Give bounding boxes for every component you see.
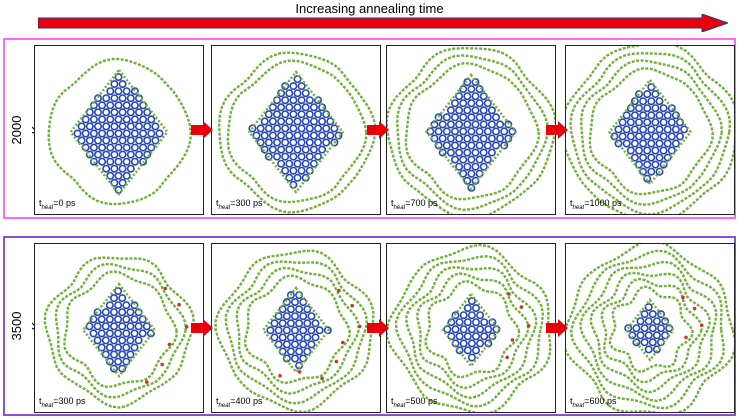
panel-3500k-1: theat=300 ps	[34, 243, 204, 413]
lattice-image	[47, 57, 192, 206]
panel-2000k-1: theat=0 ps	[34, 45, 204, 215]
header-title: Increasing annealing time	[295, 1, 444, 16]
panel-2000k-2: theat=300 ps	[211, 45, 381, 215]
group-label-2000k: 2000 K	[9, 115, 44, 145]
lattice-image	[566, 244, 734, 412]
step-arrow-icon	[367, 121, 389, 139]
panel-3500k-2: theat=400 ps	[211, 243, 381, 413]
time-arrow-icon	[38, 14, 728, 32]
panel-label: theat=500 ps	[391, 396, 438, 409]
lattice-image	[217, 51, 377, 214]
panel-label: theat=0 ps	[39, 198, 76, 211]
group-2000k: 2000 K	[3, 38, 736, 219]
panel-label: theat=300 ps	[39, 396, 86, 409]
panel-label: theat=700 ps	[391, 198, 438, 211]
step-arrow-icon	[367, 319, 389, 337]
step-arrow-icon	[546, 121, 568, 139]
panel-label: theat=1000 ps	[570, 198, 622, 211]
lattice-image	[566, 46, 734, 214]
lattice-image	[43, 256, 196, 409]
step-arrow-icon	[191, 121, 213, 139]
lattice-image	[387, 46, 555, 214]
panel-label: theat=600 ps	[570, 396, 617, 409]
lattice-image	[387, 244, 552, 412]
panel-3500k-3: theat=500 ps	[386, 243, 556, 413]
lattice-image	[214, 249, 375, 412]
panel-3500k-4: theat=600 ps	[565, 243, 735, 413]
panel-2000k-4: theat=1000 ps	[565, 45, 735, 215]
panel-label: theat=400 ps	[216, 396, 263, 409]
panel-2000k-3: theat=700 ps	[386, 45, 556, 215]
group-label-3500k: 3500 K	[9, 311, 44, 341]
step-arrow-icon	[546, 319, 568, 337]
step-arrow-icon	[191, 319, 213, 337]
group-3500k: 3500 K	[3, 236, 736, 416]
panel-label: theat=300 ps	[216, 198, 263, 211]
